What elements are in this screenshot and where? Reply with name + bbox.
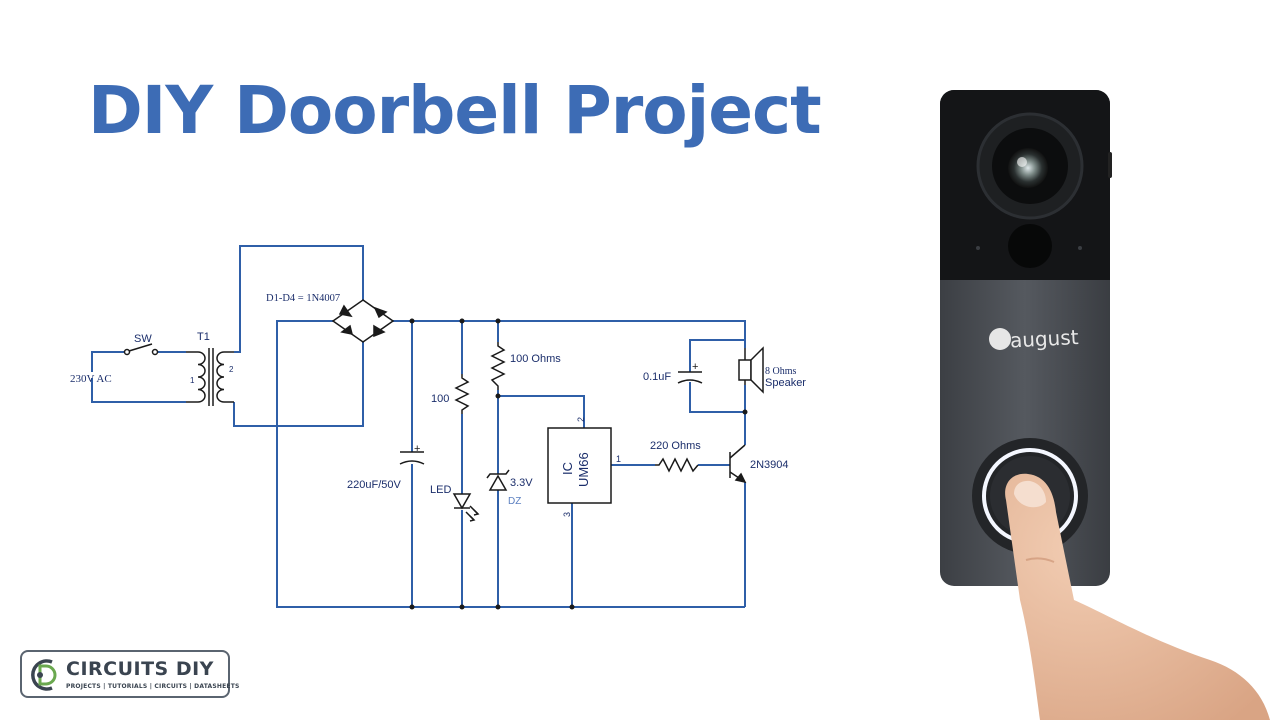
label-cap-main-plus: +	[414, 443, 420, 455]
junction-dot	[495, 604, 501, 610]
label-ic-pin2: 2	[576, 417, 586, 422]
brand-logo-icon	[989, 328, 1011, 350]
circuits-diy-logo: CIRCUITS DIY PROJECTS | TUTORIALS | CIRC…	[20, 650, 239, 698]
switch-symbol	[123, 343, 159, 356]
wire-ac-bottom	[91, 378, 186, 403]
label-led: LED	[430, 484, 451, 496]
ic-um66-body	[547, 427, 612, 504]
fingernail	[1014, 480, 1046, 508]
label-pin2: 2	[229, 365, 234, 374]
led-symbol	[452, 493, 480, 522]
circuits-diy-logo-icon	[31, 659, 57, 691]
main-capacitor-symbol	[399, 451, 425, 465]
wire-cap-small-bottom	[689, 382, 745, 413]
bridge-rectifier-symbol	[331, 299, 395, 343]
logo-tagline: PROJECTS | TUTORIALS | CIRCUITS | DATASH…	[66, 683, 240, 690]
junction-dot	[409, 318, 415, 324]
camera-lens-highlight	[1017, 157, 1027, 167]
label-cap-small: 0.1uF	[643, 371, 671, 383]
label-switch: SW	[134, 333, 152, 345]
brand-name: august	[1009, 325, 1079, 353]
label-led-resistor: 100	[431, 393, 449, 405]
wire-sec-bottom	[233, 342, 364, 427]
label-pin1: 1	[190, 376, 195, 385]
indicator-dot	[1078, 246, 1082, 250]
junction-dot	[495, 318, 501, 324]
wire-neg-rail	[276, 320, 745, 608]
small-capacitor-symbol	[677, 371, 703, 384]
camera-lens-icon	[1008, 148, 1048, 188]
pressing-finger-icon	[1005, 473, 1270, 720]
wire-ac-top	[91, 351, 124, 372]
wire-sec-top	[234, 245, 364, 353]
base-resistor-symbol	[655, 457, 699, 473]
doorbell-side-button	[1108, 152, 1112, 178]
label-ic-pin1: 1	[616, 454, 621, 464]
sensor-icon	[1008, 224, 1052, 268]
zener-diode-symbol	[486, 469, 510, 491]
speaker-symbol	[738, 346, 764, 394]
label-ic-pin3: 3	[562, 512, 572, 517]
label-speaker: Speaker	[765, 377, 806, 389]
zener-resistor-symbol	[490, 342, 506, 390]
transistor-2n3904-symbol	[729, 444, 747, 484]
finger-crease	[1025, 557, 1055, 563]
label-speaker-ohms: 8 Ohms	[765, 366, 797, 377]
label-zener-ref: DZ	[508, 496, 521, 507]
logo-brand-name: CIRCUITS DIY	[66, 658, 214, 680]
junction-dot	[495, 393, 501, 399]
wire-cap-small-top	[689, 339, 745, 372]
label-transistor: 2N3904	[750, 459, 789, 471]
junction-dot	[742, 409, 748, 415]
indicator-dot	[976, 246, 980, 250]
label-zener-resistor: 100 Ohms	[510, 353, 561, 365]
junction-dot	[409, 604, 415, 610]
label-cap-small-plus: +	[692, 361, 698, 373]
label-ic: IC	[560, 462, 575, 475]
led-resistor-symbol	[454, 374, 470, 414]
page-title: DIY Doorbell Project	[88, 72, 822, 149]
label-230v-ac: 230V AC	[70, 373, 112, 385]
label-zener-voltage: 3.3V	[510, 477, 533, 489]
label-bridge: D1-D4 = 1N4007	[266, 293, 340, 304]
label-ic-model: UM66	[576, 452, 591, 487]
junction-dot	[459, 318, 465, 324]
junction-dot	[459, 604, 465, 610]
label-cap-main: 220uF/50V	[347, 479, 401, 491]
wire-ic-pin2	[498, 395, 585, 428]
label-base-resistor: 220 Ohms	[650, 440, 701, 452]
junction-dot	[569, 604, 575, 610]
transformer-symbol	[186, 348, 234, 406]
label-transformer: T1	[197, 331, 210, 343]
